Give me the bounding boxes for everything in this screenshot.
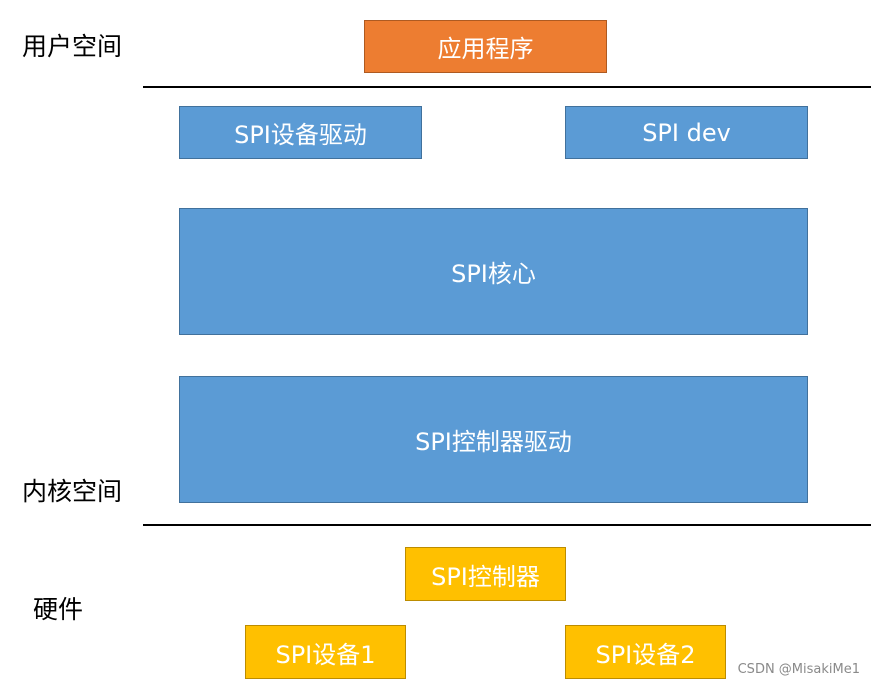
kernel-hardware-divider [143, 524, 871, 526]
spi-controller-driver-box: SPI控制器驱动 [179, 376, 808, 503]
spi-core-box: SPI核心 [179, 208, 808, 335]
user-kernel-divider [143, 86, 871, 88]
user-space-label: 用户空间 [22, 32, 123, 61]
watermark: CSDN @MisakiMe1 [737, 662, 860, 677]
spi-device-2-box: SPI设备2 [565, 625, 726, 679]
spi-dev-box: SPI dev [565, 106, 808, 159]
hardware-label: 硬件 [33, 595, 84, 624]
kernel-space-label: 内核空间 [22, 477, 123, 506]
spi-controller-box: SPI控制器 [405, 547, 566, 601]
spi-device-driver-box: SPI设备驱动 [179, 106, 422, 159]
application-box: 应用程序 [364, 20, 607, 73]
spi-device-1-box: SPI设备1 [245, 625, 406, 679]
